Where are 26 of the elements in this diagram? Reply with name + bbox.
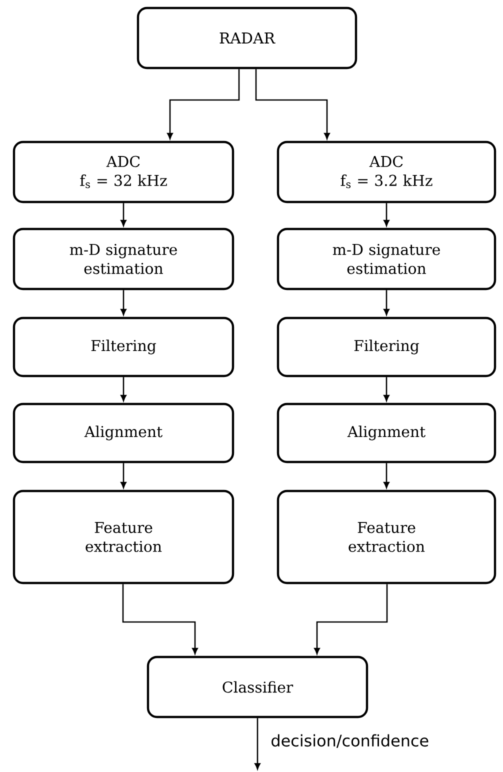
process-box: Feature extraction	[12, 490, 234, 584]
process-box: ADC f$_{s}$ = 32 kHz	[12, 140, 234, 204]
arrow	[120, 203, 126, 226]
arrow	[384, 203, 390, 226]
process-box: Alignment	[12, 402, 234, 464]
process-box: Filtering	[276, 316, 496, 378]
arrow	[120, 463, 126, 488]
arrow	[167, 69, 240, 140]
process-box: Classifier	[146, 656, 368, 718]
arrow	[120, 377, 126, 402]
process-box: Filtering	[12, 316, 234, 378]
arrow	[120, 290, 126, 316]
arrow	[384, 377, 390, 402]
process-box: m-D signature estimation	[12, 228, 234, 290]
edge-label: decision/confidence	[272, 734, 428, 748]
arrow	[384, 290, 390, 316]
arrow	[122, 584, 198, 654]
process-box: Feature extraction	[276, 490, 496, 584]
process-box: RADAR	[136, 6, 358, 70]
arrow	[255, 69, 330, 140]
arrow	[384, 463, 390, 488]
process-box: m-D signature estimation	[276, 228, 496, 290]
process-box: ADC f$_{s}$ = 3.2 kHz	[276, 140, 496, 204]
arrow	[314, 584, 388, 654]
arrow	[254, 718, 260, 770]
process-box: Alignment	[276, 402, 496, 464]
